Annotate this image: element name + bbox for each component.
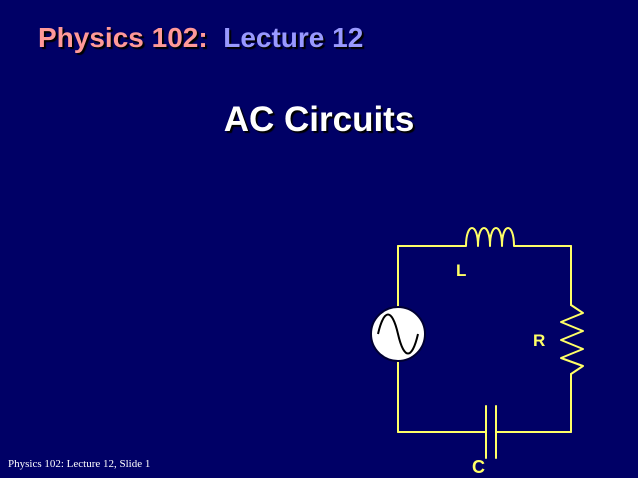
- resistor-label: R: [533, 331, 545, 350]
- capacitor-label: C: [472, 457, 485, 477]
- slide-footer: Physics 102: Lecture 12, Slide 1: [8, 458, 151, 470]
- inductor-label: L: [456, 261, 466, 280]
- resistor-zigzag: [560, 304, 584, 375]
- lecture-number: Lecture 12: [223, 22, 364, 53]
- ac-source-icon: [370, 306, 426, 362]
- slide-title: AC Circuits: [223, 100, 415, 139]
- inductor-coil: [461, 227, 519, 247]
- course-title: Physics 102: Lecture 12: [38, 22, 363, 54]
- course-name: Physics 102:: [38, 22, 208, 53]
